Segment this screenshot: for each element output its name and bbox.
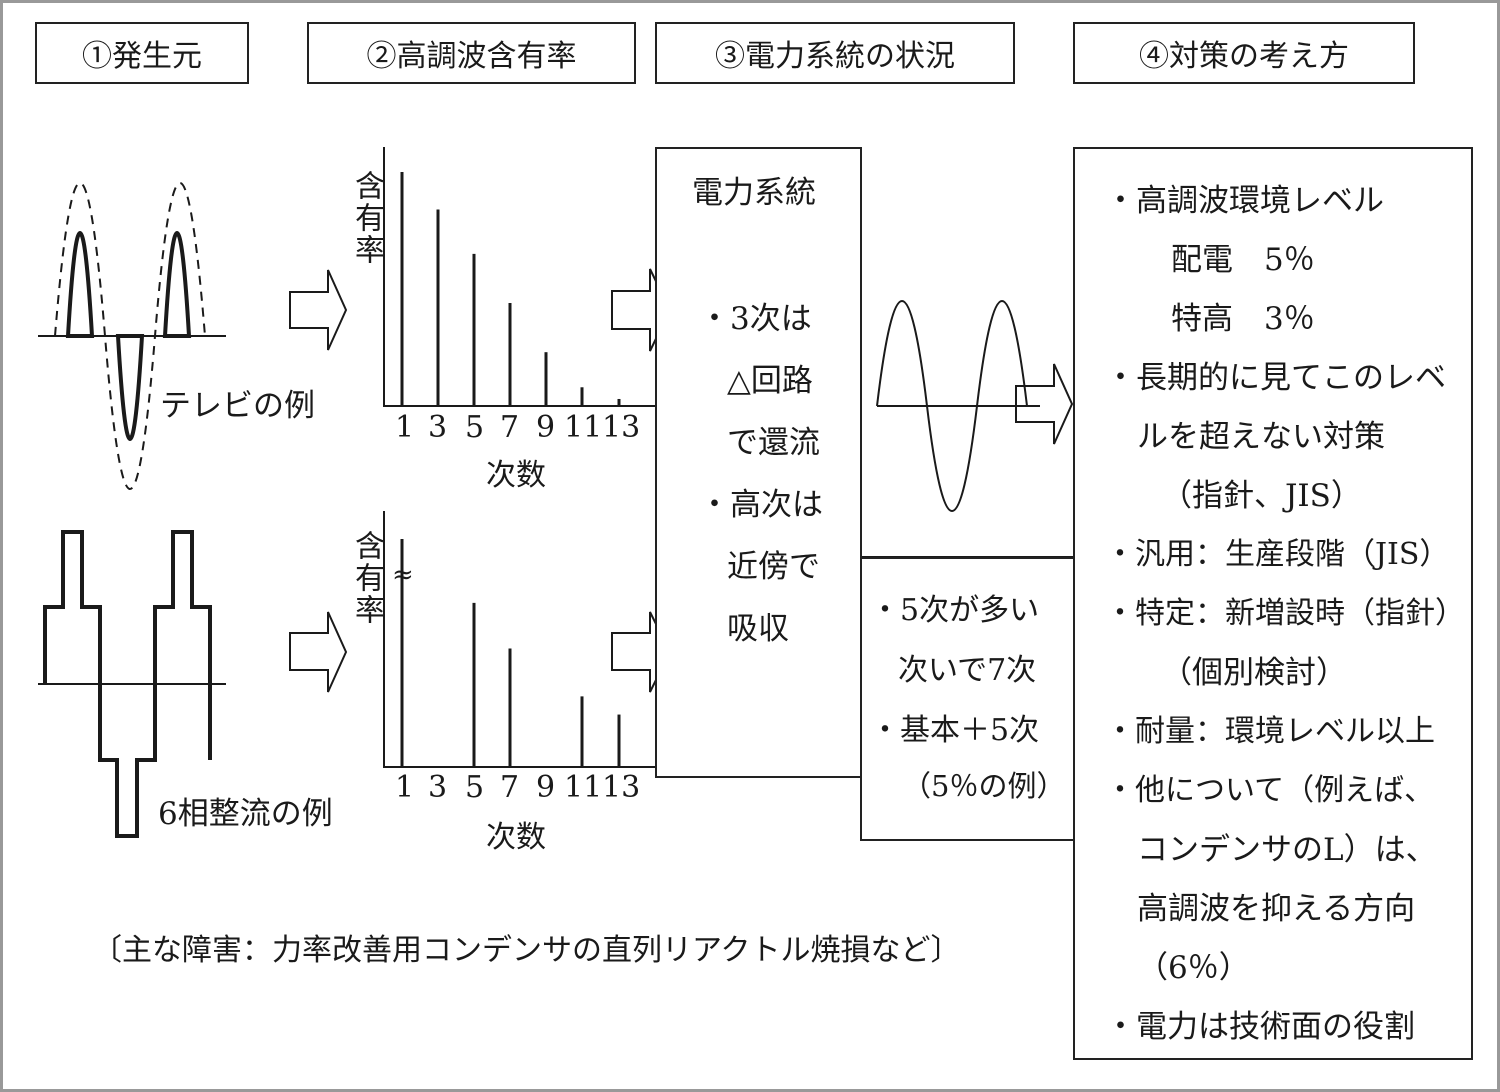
arrow-source-to-spectrum-top — [289, 269, 348, 351]
spectrum-bottom-xlabel: 次数 — [486, 820, 546, 855]
spectrum-top-tick-label: 1 — [395, 410, 415, 445]
arrow-source-to-spectrum-bottom — [289, 611, 348, 693]
spectrum-top-tick-label: 5 — [465, 410, 485, 445]
result-box: ・5次が多い 次いで7次 ・基本＋5次 （5％の例） — [860, 557, 1075, 841]
tv-sine-reference-curve — [54, 182, 206, 490]
result-line: ・5次が多い — [870, 593, 1040, 628]
measure-line: ・長期的に見てこのレベ — [1105, 360, 1446, 396]
measure-line: 配電 5％ — [1171, 242, 1315, 278]
spectrum-top-tick-label: 3 — [428, 410, 448, 445]
power-system-box: 電力系統 ・3次は △回路 で還流 ・高次は 近傍で 吸収 — [655, 147, 862, 778]
spectrum-bottom-tick-label: 7 — [500, 770, 520, 805]
header-content-rate: ②高調波含有率 — [307, 22, 636, 84]
measure-line: ・耐量：環境レベル以上 — [1105, 714, 1435, 749]
measure-line: （6％） — [1137, 950, 1250, 986]
measures-box: ・高調波環境レベル 配電 5％ 特高 3％ ・長期的に見てこのレベ ルを超えない… — [1073, 147, 1473, 1060]
measure-line: ・汎用：生産段階（JIS） — [1105, 537, 1450, 572]
spectrum-top-ylabel: 含有率 — [349, 170, 384, 266]
header-power-system: ③電力系統の状況 — [655, 22, 1015, 84]
result-line: 次いで7次 — [898, 653, 1037, 688]
spectrum-bottom-ylabel: 含有率 — [349, 530, 384, 626]
tv-example-label: テレビの例 — [160, 388, 315, 424]
footer-note: 〔主な障害：力率改善用コンデンサの直列リアクトル焼損など〕 — [92, 933, 961, 968]
measure-line: ・高調波環境レベル — [1105, 183, 1384, 219]
power-system-line: △回路 — [727, 363, 813, 399]
header-source: ①発生元 — [35, 22, 249, 84]
arrow-to-measures — [1015, 363, 1074, 445]
tv-current-pulse-2 — [115, 334, 145, 441]
spectrum-top-tick-label: 13 — [602, 410, 641, 445]
spectrum-bottom-axes — [383, 511, 655, 768]
spectrum-bottom-tick-label: 13 — [602, 770, 641, 805]
tv-current-pulse-1 — [65, 231, 95, 338]
measure-line: 特高 3％ — [1171, 301, 1315, 337]
power-system-line: ・高次は — [699, 487, 823, 523]
rectifier-example-label: 6相整流の例 — [158, 796, 333, 832]
measure-line: ルを超えない対策 — [1137, 419, 1385, 455]
power-system-line: ・3次は — [699, 301, 812, 337]
header-measures: ④対策の考え方 — [1073, 22, 1415, 84]
spectrum-top-tick-label: 11 — [564, 410, 603, 445]
measure-line: ・他について（例えば、 — [1105, 773, 1435, 808]
rectifier-current-waveform — [43, 530, 212, 838]
spectrum-bottom-tick-label: 11 — [564, 770, 603, 805]
spectrum-top-bars — [400, 172, 621, 406]
spectrum-bottom-bars — [400, 539, 621, 767]
spectrum-top-tick-label: 9 — [536, 410, 556, 445]
output-sine-wave — [876, 300, 1028, 512]
spectrum-bottom-tick-label: 1 — [395, 770, 415, 805]
measure-line: （指針、JIS） — [1161, 478, 1362, 514]
power-system-line: で還流 — [727, 425, 820, 461]
power-system-title: 電力系統 — [692, 175, 816, 211]
spectrum-bottom-break-mark: ≈ — [392, 560, 414, 590]
tv-current-pulse-3 — [162, 231, 192, 338]
measure-line: コンデンサのL）は、 — [1137, 832, 1437, 868]
spectrum-bottom-tick-label: 3 — [428, 770, 448, 805]
power-system-line: 近傍で — [727, 549, 820, 585]
spectrum-top-tick-label: 7 — [500, 410, 520, 445]
result-line: ・基本＋5次 — [870, 713, 1040, 748]
measure-line: （個別検討） — [1161, 655, 1347, 691]
measure-line: ・特定：新増設時（指針） — [1105, 596, 1465, 631]
result-line: （5％の例） — [902, 769, 1066, 803]
spectrum-bottom-tick-label: 5 — [465, 770, 485, 805]
spectrum-top-xlabel: 次数 — [486, 458, 546, 493]
spectrum-top-axes — [383, 147, 655, 407]
spectrum-bottom-tick-label: 9 — [536, 770, 556, 805]
measure-line: ・電力は技術面の役割 — [1105, 1009, 1415, 1045]
measure-line: 高調波を抑える方向 — [1137, 891, 1416, 927]
power-system-line: 吸収 — [727, 611, 789, 647]
